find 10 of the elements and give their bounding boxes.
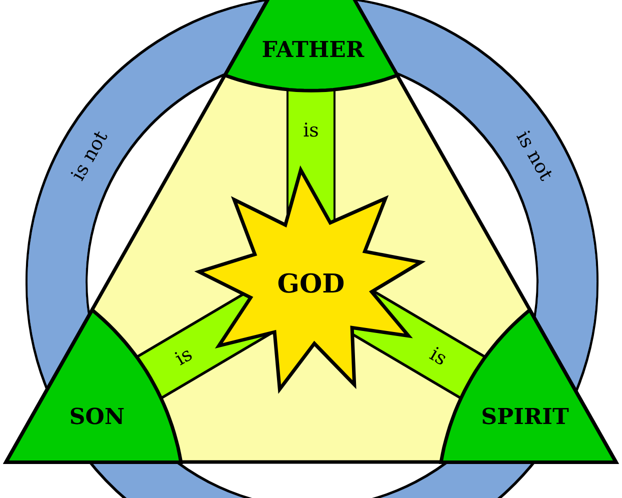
edge-label: is	[303, 120, 319, 142]
node-label: GOD	[277, 270, 345, 300]
corner-triangle	[220, 0, 402, 95]
edge-label: is not	[67, 128, 112, 185]
edge-label: is	[426, 344, 451, 370]
node-label: SON	[69, 404, 125, 430]
node-label: SPIRIT	[481, 404, 569, 430]
edge-label: is not	[512, 128, 557, 184]
node-label: FATHER	[262, 38, 364, 62]
edge-label: is	[171, 344, 196, 370]
